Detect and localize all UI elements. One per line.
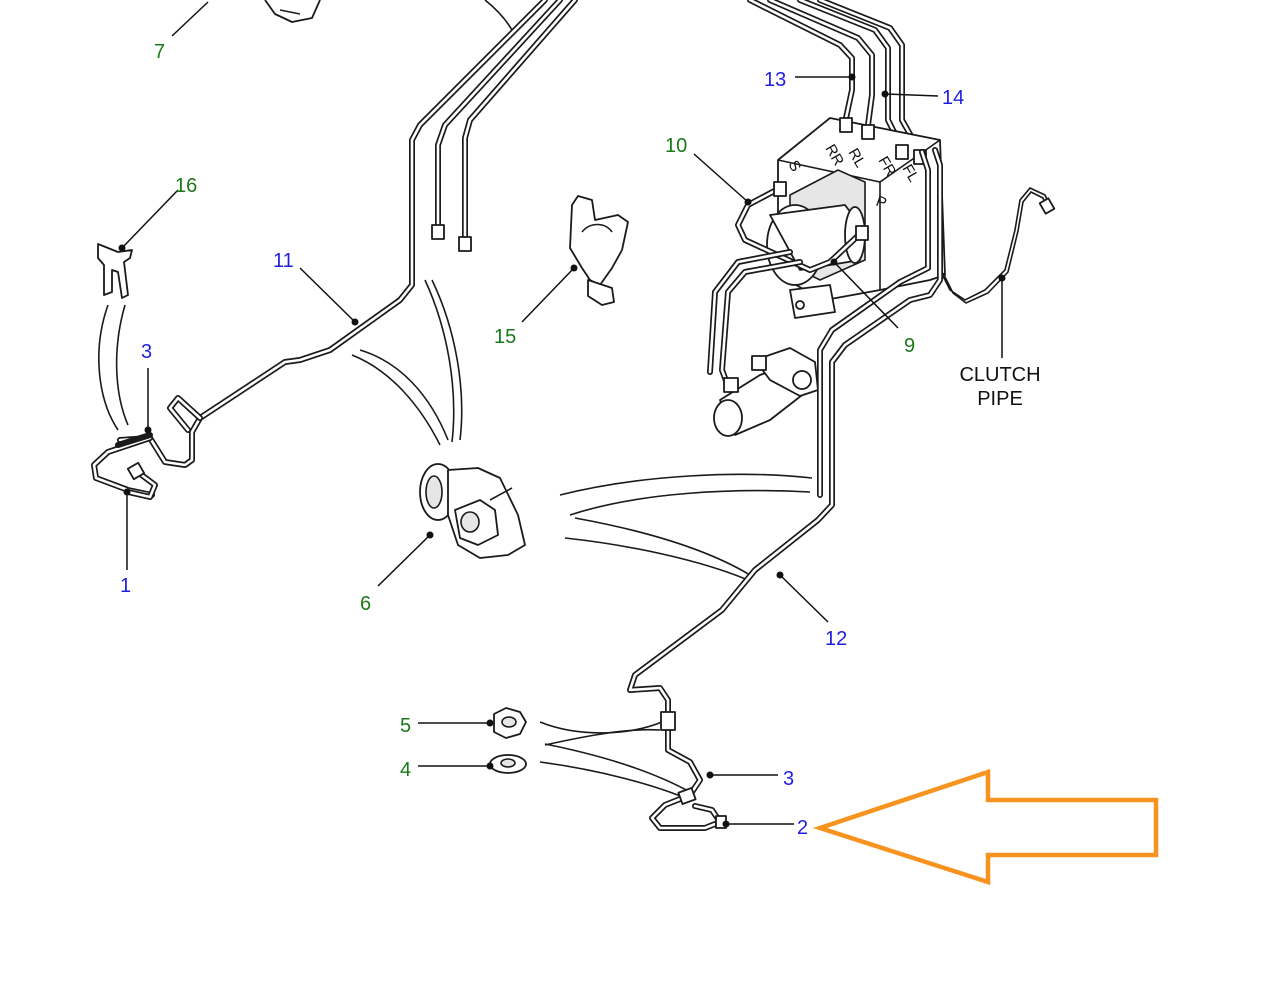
washer-part-4 <box>489 754 527 774</box>
callout-2: 2 <box>797 817 808 839</box>
abs-modulator-block: RR RL FR FL S P <box>766 117 946 319</box>
clip-part-16 <box>97 243 133 299</box>
master-cylinder <box>713 347 819 437</box>
assembly-swoosh-lines <box>98 0 813 801</box>
callout-3-rear: 3 <box>783 768 794 790</box>
callout-15: 15 <box>494 326 516 348</box>
callout-11: 11 <box>273 250 294 272</box>
callout-10: 10 <box>665 135 687 157</box>
left-pointing-outline-arrow-icon <box>812 768 1159 886</box>
clip-part-15 <box>569 195 629 306</box>
hose-3-rear <box>660 711 703 798</box>
port-label-fl: FL <box>899 162 922 186</box>
pipe-11 <box>117 0 548 468</box>
pipe-9 <box>707 249 803 389</box>
bracket-part-7 <box>264 0 321 23</box>
bracket-part-6 <box>419 463 526 559</box>
callout-5: 5 <box>400 715 411 737</box>
clutch-pipe-label-line1: CLUTCH <box>959 364 1040 386</box>
callout-14: 14 <box>942 87 964 109</box>
callout-13: 13 <box>764 69 786 91</box>
front-pipes-pair <box>431 0 578 252</box>
callout-6: 6 <box>360 593 371 615</box>
callout-7: 7 <box>154 41 165 63</box>
callout-1: 1 <box>120 575 131 597</box>
leader-lines <box>118 1 1006 828</box>
callout-4: 4 <box>400 759 411 781</box>
callout-12: 12 <box>825 628 847 650</box>
callout-9: 9 <box>904 335 915 357</box>
pipe-12 <box>627 147 943 723</box>
hose-3-left <box>91 432 158 500</box>
pipe-2 <box>649 787 727 831</box>
pipes-13-14 <box>747 0 923 155</box>
clutch-pipe-label-line2: PIPE <box>977 388 1023 410</box>
clutch-pipe: CLUTCH PIPE <box>939 187 1056 410</box>
callout-numbers: 7 13 14 10 16 11 3 15 9 1 6 12 5 4 3 2 <box>120 41 964 839</box>
callout-16: 16 <box>175 175 197 197</box>
nut-part-5 <box>493 707 527 739</box>
callout-3-left: 3 <box>141 341 152 363</box>
